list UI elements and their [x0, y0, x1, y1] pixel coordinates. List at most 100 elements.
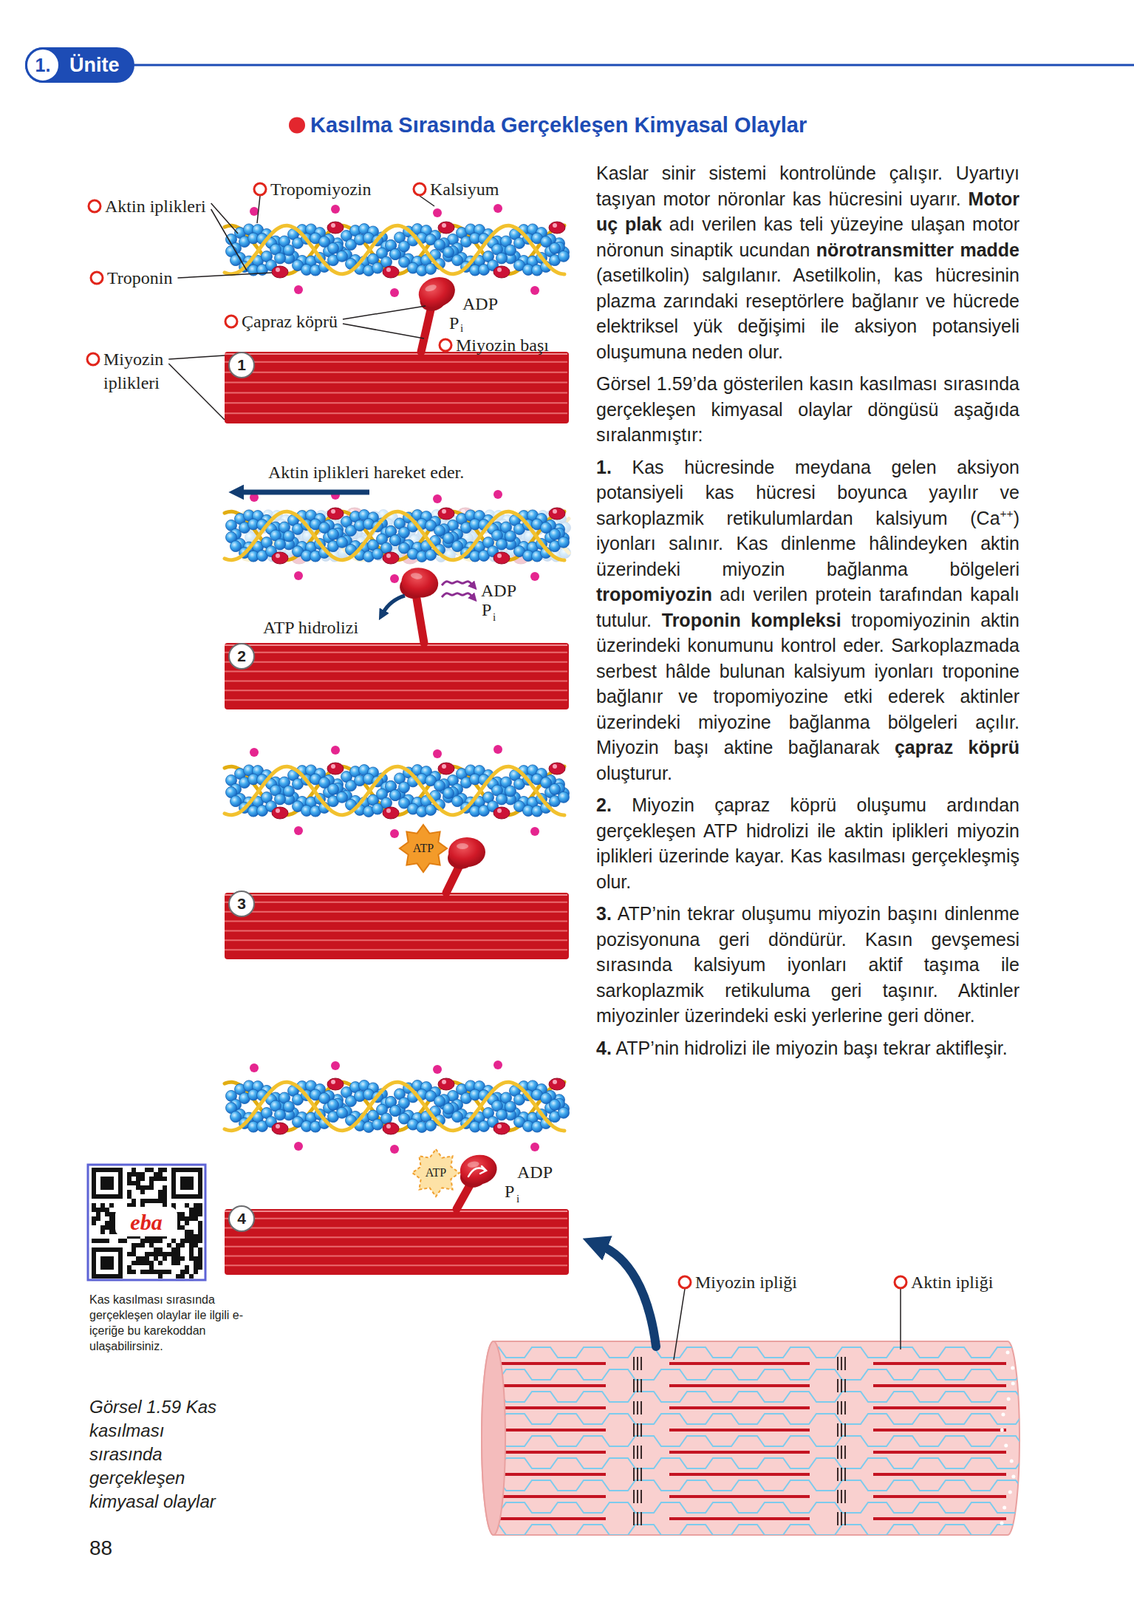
- panel-4: [224, 1060, 570, 1275]
- myosin-line: [873, 1405, 1007, 1409]
- actin-bead: [549, 783, 561, 795]
- head-shine: [424, 282, 438, 293]
- myosin-stripe: [224, 1217, 568, 1219]
- actin-bead: [274, 538, 286, 550]
- actin-filament: [224, 507, 570, 564]
- qr-module: [135, 1255, 141, 1261]
- qr-module: [180, 1216, 185, 1221]
- calcium-ion: [294, 1141, 303, 1151]
- qr-module: [197, 1251, 203, 1256]
- z-disc-mark: [844, 1489, 846, 1503]
- qr-finder: [96, 1251, 119, 1274]
- actin-bead: [283, 1100, 295, 1112]
- qr-module: [91, 1216, 97, 1221]
- myosin-stripe: [224, 651, 568, 654]
- myosin-stripe: [224, 391, 568, 394]
- head-body: [398, 564, 441, 600]
- myosin-stripe: [224, 679, 568, 682]
- myosin-line: [498, 1405, 606, 1409]
- actin-bead: [390, 248, 402, 261]
- troponin-highlight: [552, 223, 558, 228]
- troponin: [271, 1122, 289, 1134]
- qr-module: [96, 1207, 101, 1212]
- myosin-stripe: [224, 371, 568, 374]
- body-paragraph: 2. Miyozin çapraz köprü oluşumu ardından…: [596, 791, 1020, 894]
- qr-module: [131, 1180, 136, 1185]
- actin-bead: [496, 1108, 508, 1120]
- body-paragraph: 3. ATP’nin tekrar oluşumu miyozin başını…: [596, 900, 1020, 1029]
- qr-module: [166, 1242, 172, 1248]
- part-label: Aktin ipliği: [910, 1272, 993, 1292]
- actin-bead: [274, 252, 286, 264]
- qr-module: [197, 1260, 203, 1265]
- calcium-ion: [530, 571, 540, 581]
- z-disc-mark: [840, 1378, 843, 1392]
- bold-term: Troponin kompleksi: [661, 609, 842, 631]
- qr-finder: [91, 1167, 123, 1199]
- leader-line: [177, 272, 272, 278]
- myosin-stripe: [224, 901, 568, 903]
- actin-bead: [336, 1106, 348, 1118]
- qr-module: [131, 1260, 136, 1265]
- qr-module: [184, 1216, 190, 1221]
- qr-module: [109, 1202, 114, 1208]
- body-paragraph: 1. Kas hücresinde meydana gelen aksiyon …: [596, 454, 1020, 787]
- qr-module: [109, 1229, 114, 1234]
- z-disc-mark: [640, 1445, 642, 1459]
- qr-module: [96, 1216, 101, 1221]
- qr-module: [149, 1264, 154, 1270]
- myosin-line: [498, 1361, 606, 1365]
- myosin-bundle: [224, 1208, 569, 1275]
- qr-module: [175, 1251, 181, 1256]
- calcium-ion: [530, 285, 540, 295]
- actin-bead: [505, 785, 517, 797]
- myosin-head: [447, 837, 486, 869]
- actin-line: [454, 1457, 1075, 1468]
- step-number: 3: [228, 890, 255, 917]
- qr-module: [193, 1269, 198, 1274]
- qr-module: [189, 1273, 194, 1279]
- qr-module: [189, 1247, 194, 1252]
- qr-module: [144, 1251, 150, 1256]
- z-disc-mark: [837, 1378, 839, 1392]
- actin-bead: [558, 1106, 570, 1118]
- z-disc-mark: [633, 1511, 635, 1525]
- calcium-ion: [493, 744, 503, 754]
- qr-module: [144, 1198, 150, 1203]
- qr-module: [100, 1202, 105, 1208]
- figure-caption: Görsel 1.59 Kas kasılması sırasında gerç…: [89, 1394, 221, 1513]
- calcium-ion: [249, 206, 259, 216]
- myosin-highlight: [224, 1210, 568, 1212]
- callout-number: 4: [237, 1209, 247, 1228]
- qr-module: [131, 1171, 136, 1177]
- qr-module: [166, 1251, 172, 1256]
- qr-module: [144, 1238, 150, 1243]
- qr-module: [193, 1207, 198, 1212]
- actin-bead: [496, 538, 508, 550]
- qr-module: [175, 1273, 181, 1279]
- actin-bead: [390, 789, 402, 801]
- z-disc-mark: [844, 1511, 846, 1525]
- calcium-ion: [249, 1063, 259, 1072]
- z-disc-mark: [636, 1445, 639, 1459]
- myosin-stripe: [224, 920, 568, 922]
- troponin: [493, 265, 510, 278]
- myosin-line: [669, 1472, 810, 1476]
- fiber-end-dot: [1009, 1459, 1014, 1463]
- qr-finder: [100, 1255, 114, 1270]
- chemical-label: ADP: [462, 294, 498, 314]
- actin-bead: [558, 250, 570, 262]
- qr-module: [140, 1260, 145, 1265]
- qr-module: [91, 1207, 97, 1212]
- qr-module: [140, 1242, 145, 1248]
- z-disc-mark: [636, 1422, 639, 1437]
- qr-module: [91, 1238, 97, 1243]
- qr-module: [171, 1238, 176, 1243]
- body-paragraph: Kaslar sinir sistemi kontrolünde çalışır…: [596, 160, 1020, 365]
- troponin: [327, 221, 344, 234]
- fiber-end-dot: [1008, 1490, 1013, 1494]
- bold-term: 4.: [596, 1037, 612, 1058]
- callout-number: 1: [237, 356, 247, 374]
- qr-module: [104, 1207, 110, 1212]
- qr-module: [162, 1251, 167, 1256]
